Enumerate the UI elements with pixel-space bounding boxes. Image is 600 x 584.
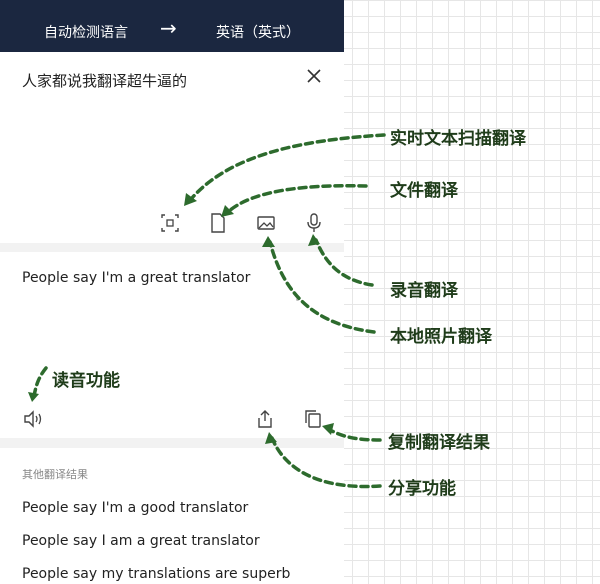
annotation-photo: 本地照片翻译 xyxy=(390,327,492,347)
annotation-voice: 录音翻译 xyxy=(390,281,458,301)
source-language-button[interactable]: 自动检测语言 xyxy=(44,25,128,41)
translator-app: 自动检测语言 → 英语（英式） 人家都说我翻译超牛逼的 People say I… xyxy=(0,0,344,584)
source-text-input[interactable]: 人家都说我翻译超牛逼的 xyxy=(22,72,188,90)
alternative-translation[interactable]: People say I am a great translator xyxy=(22,533,260,549)
speaker-icon[interactable] xyxy=(22,408,44,430)
close-icon[interactable] xyxy=(304,66,324,86)
annotation-share: 分享功能 xyxy=(388,479,456,499)
image-icon[interactable] xyxy=(256,212,276,234)
scan-icon[interactable] xyxy=(160,212,180,234)
target-language-button[interactable]: 英语（英式） xyxy=(216,25,300,41)
swap-arrow-icon[interactable]: → xyxy=(160,16,177,40)
cursor-dot xyxy=(296,298,299,301)
language-bar: 自动检测语言 → 英语（英式） xyxy=(0,0,344,52)
alternative-translation[interactable]: People say my translations are superb xyxy=(22,566,291,582)
other-results-heading: 其他翻译结果 xyxy=(22,468,88,481)
microphone-icon[interactable] xyxy=(304,212,324,234)
section-divider xyxy=(0,243,344,252)
annotation-copy: 复制翻译结果 xyxy=(388,433,490,453)
annotation-scan: 实时文本扫描翻译 xyxy=(390,129,526,149)
share-icon[interactable] xyxy=(254,408,276,430)
copy-icon[interactable] xyxy=(302,408,324,430)
annotation-speak: 读音功能 xyxy=(52,371,120,391)
section-divider xyxy=(0,438,344,448)
translation-output: People say I'm a great translator xyxy=(22,270,251,286)
file-icon[interactable] xyxy=(208,212,228,234)
annotation-file: 文件翻译 xyxy=(390,181,458,201)
alternative-translation[interactable]: People say I'm a good translator xyxy=(22,500,249,516)
